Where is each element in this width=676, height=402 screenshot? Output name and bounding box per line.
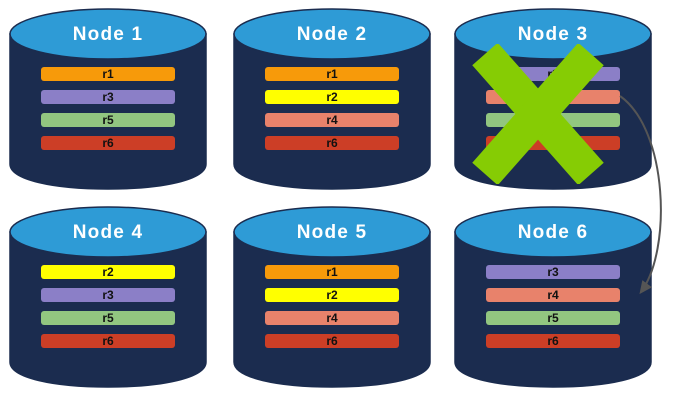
data-item-r6[interactable]: r6 xyxy=(486,334,620,348)
data-item-r1[interactable]: r1 xyxy=(41,67,175,81)
data-item-r2[interactable]: r2 xyxy=(41,265,175,279)
data-item-list: r2 r3 r5 r6 xyxy=(41,265,175,348)
data-item-r5[interactable]: r5 xyxy=(41,311,175,325)
data-item-list: r1 r2 r4 r6 xyxy=(265,265,399,348)
data-item-r4[interactable]: r4 xyxy=(486,90,620,104)
data-item-r4[interactable]: r4 xyxy=(265,113,399,127)
data-item-r6[interactable]: r6 xyxy=(265,334,399,348)
data-item-list: r1 r3 r5 r6 xyxy=(41,67,175,150)
data-item-list: r1 r2 r4 r6 xyxy=(265,67,399,150)
data-item-r6[interactable]: r6 xyxy=(41,136,175,150)
data-item-list: r3 r4 r5 r6 xyxy=(486,265,620,348)
data-item-r6[interactable]: r6 xyxy=(41,334,175,348)
data-item-r3[interactable]: r3 xyxy=(41,90,175,104)
data-item-r3[interactable]: r3 xyxy=(486,265,620,279)
data-item-r1[interactable]: r1 xyxy=(265,265,399,279)
data-item-r4[interactable]: r4 xyxy=(265,311,399,325)
data-item-r2[interactable]: r2 xyxy=(265,90,399,104)
data-item-r5[interactable]: r5 xyxy=(41,113,175,127)
data-item-r5[interactable]: r5 xyxy=(486,113,620,127)
data-item-list: r3 r4 r5 r6 xyxy=(486,67,620,150)
data-item-r4[interactable]: r4 xyxy=(486,288,620,302)
data-item-r3[interactable]: r3 xyxy=(41,288,175,302)
data-item-r2[interactable]: r2 xyxy=(265,288,399,302)
data-item-r5[interactable]: r5 xyxy=(486,311,620,325)
data-item-r3[interactable]: r3 xyxy=(486,67,620,81)
data-item-r6[interactable]: r6 xyxy=(265,136,399,150)
data-item-r6[interactable]: r6 xyxy=(486,136,620,150)
data-item-r1[interactable]: r1 xyxy=(265,67,399,81)
